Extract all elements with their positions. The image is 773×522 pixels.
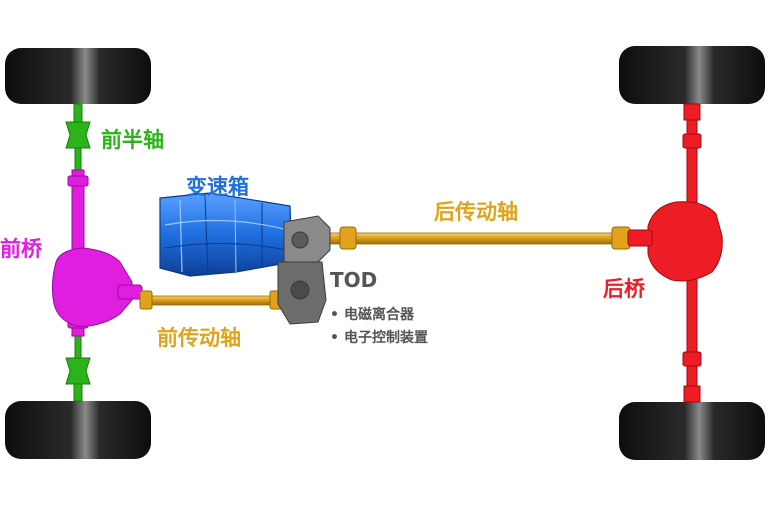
tire-front-top bbox=[5, 48, 151, 104]
tire-rear-top bbox=[619, 46, 765, 104]
tire-rear-bottom bbox=[619, 402, 765, 460]
tire-front-bottom bbox=[5, 401, 151, 459]
front-halfshaft-top bbox=[65, 103, 91, 171]
label-front-axle: 前桥 bbox=[0, 237, 42, 261]
label-tod: TOD bbox=[330, 268, 378, 292]
tod-feature-item: • 电磁离合器 bbox=[330, 304, 428, 327]
rear-axle bbox=[627, 103, 723, 403]
front-halfshaft-bottom bbox=[65, 335, 91, 402]
label-rear-axle: 后桥 bbox=[603, 277, 645, 301]
label-front-halfshaft: 前半轴 bbox=[101, 128, 164, 152]
bullet-icon: • bbox=[330, 330, 339, 346]
tod-feature-list: • 电磁离合器 • 电子控制装置 bbox=[330, 304, 428, 350]
label-front-driveshaft: 前传动轴 bbox=[157, 326, 241, 350]
tod-feature-item: • 电子控制装置 bbox=[330, 327, 428, 350]
front-driveshaft bbox=[139, 290, 289, 310]
tod-transfer-case bbox=[277, 215, 331, 325]
gearbox bbox=[159, 192, 293, 277]
label-rear-driveshaft: 后传动轴 bbox=[434, 200, 518, 224]
tod-feature-text: 电磁离合器 bbox=[344, 307, 414, 323]
label-gearbox: 变速箱 bbox=[186, 175, 249, 199]
front-axle bbox=[51, 169, 143, 337]
rear-driveshaft bbox=[329, 226, 631, 250]
tod-feature-text: 电子控制装置 bbox=[344, 330, 428, 346]
bullet-icon: • bbox=[330, 307, 339, 323]
